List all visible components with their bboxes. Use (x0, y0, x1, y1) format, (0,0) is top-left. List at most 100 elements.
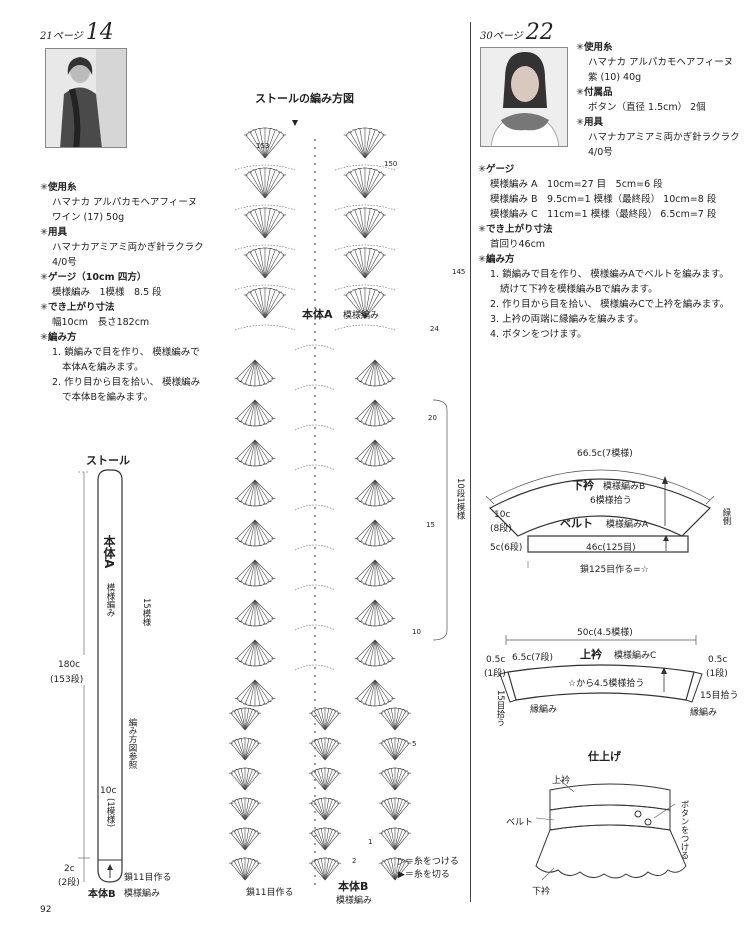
lower-collar-width: 66.5c(7模様) (577, 449, 633, 459)
upper-collar-pattern: 模様編みC (614, 651, 657, 661)
fan-motif (308, 797, 342, 821)
fan-motif (354, 479, 396, 507)
fan-motif (308, 707, 342, 731)
chart-repeat-label: 10段1模様 (455, 478, 465, 520)
left-page-ref: 21ページ (40, 31, 83, 42)
chain-stitch-dot (314, 347, 316, 349)
chain-arc (334, 204, 396, 211)
chain-stitch-dot (314, 651, 316, 653)
left-spec-heading: ✳用具 (40, 227, 67, 238)
chain-stitch-dot (314, 411, 316, 413)
chain-stitch-dot (314, 675, 316, 677)
row-10: 10 (412, 628, 421, 636)
right-model-photo (480, 47, 568, 147)
stole-pattern-a: 模様編み (105, 583, 115, 617)
stole-total-rows: (153段) (50, 675, 84, 685)
cut-thread-icon: ▶ (398, 870, 405, 880)
fan-motif (228, 707, 262, 731)
chain-stitch-dot (314, 659, 316, 661)
chain-stitch-dot (314, 755, 316, 757)
chain-stitch-dot (314, 235, 316, 237)
chain-stitch-dot (314, 811, 316, 813)
chain-stitch-dot (314, 427, 316, 429)
lower-collar-pattern: 模様編みB (603, 482, 646, 492)
fan-motif (343, 287, 387, 319)
left-pattern-number: 14 (85, 20, 114, 45)
chain-stitch-dot (314, 523, 316, 525)
chain-stitch-dot (314, 371, 316, 373)
lower-collar-name: 下衿 (572, 479, 594, 492)
fan-motif (378, 827, 412, 851)
chain-stitch-dot (314, 683, 316, 685)
stole-ref-chart: 編み方図参照 (127, 718, 137, 769)
fan-motif (228, 857, 262, 881)
right-spec-heading: ✳ゲージ (478, 164, 515, 175)
chain-stitch-dot (314, 707, 316, 709)
chain-stitch-dot (314, 227, 316, 229)
right-spec-top-line: ハマナカ アルパカモヘアフィーヌ (588, 57, 734, 68)
pick15-left: 15目拾う (495, 690, 505, 727)
fan-motif (234, 559, 276, 587)
chain-stitch-dot (314, 499, 316, 501)
chain-stitch-dot (314, 275, 316, 277)
chain-arc (294, 624, 336, 631)
chain-arc (294, 344, 336, 351)
chain-stitch-dot (314, 563, 316, 565)
row-153: 153 (256, 142, 270, 150)
fan-motif (228, 797, 262, 821)
chain-stitch-dot (314, 179, 316, 181)
finish-lower: 下衿 (532, 887, 551, 897)
edge-right-label: 縁編み (690, 708, 718, 718)
model-silhouette-icon (46, 49, 126, 147)
upper-collar-name: 上衿 (580, 648, 602, 661)
chain-stitch-dot (314, 491, 316, 493)
fan-motif (234, 679, 276, 707)
chain-stitch-dot (314, 699, 316, 701)
chain-stitch-dot (314, 627, 316, 629)
chain-stitch-dot (314, 803, 316, 805)
fan-motif (343, 127, 387, 159)
chain-arc (234, 284, 296, 291)
chain-stitch-dot (314, 827, 316, 829)
fan-motif (243, 127, 287, 159)
fan-motif (308, 767, 342, 791)
fan-motif (343, 247, 387, 279)
lower-collar-diagram (485, 469, 715, 568)
row-145: 145 (452, 268, 466, 276)
chart-chain-label: 鎖11目作る (246, 888, 294, 898)
chain-stitch-dot (314, 851, 316, 853)
right-spec-top-line: 紫 (10) 40g (588, 72, 642, 83)
chain-arc (294, 584, 336, 591)
chain-stitch-dot (314, 515, 316, 517)
chain-stitch-dot (314, 315, 316, 317)
chain-stitch-dot (314, 595, 316, 597)
chain-stitch-dot (314, 251, 316, 253)
right-spec-line: 模様編み A 10cm=27 目 5cm=6 段 (490, 179, 663, 190)
chain-stitch-dot (314, 587, 316, 589)
chain-stitch-dot (314, 331, 316, 333)
legend-attach-text: ＝糸をつける (404, 857, 459, 867)
chain-stitch-dot (314, 747, 316, 749)
fan-motif (343, 167, 387, 199)
belt-name: ベルト (560, 517, 593, 530)
fan-motif (308, 737, 342, 761)
chain-stitch-dot (314, 203, 316, 205)
stole-repeat-15: 15模様 (141, 598, 151, 626)
stole-title: ストール (86, 454, 130, 467)
chain-stitch-dot (314, 723, 316, 725)
chain-stitch-dot (314, 667, 316, 669)
fan-motif (228, 827, 262, 851)
right-spec-top-heading: ✳付属品 (576, 87, 613, 98)
left-spec-heading: ✳使用糸 (40, 182, 77, 193)
chart-title: ストールの編み方図 (255, 92, 354, 105)
chain-arc (334, 284, 396, 291)
chain-stitch-dot (314, 883, 316, 885)
left-spec-line: 2. 作り目から目を拾い、 模様編み (52, 377, 201, 388)
right-spec-line: 続けて下衿を模様編みBで編みます。 (500, 284, 658, 295)
fan-motif (234, 479, 276, 507)
chart-body-b: 本体B (338, 880, 369, 893)
left-spec-list: ✳使用糸ハマナカ アルパカモヘアフィーヌワイン (17) 50g✳用具ハマナカア… (40, 180, 230, 405)
fan-motif (378, 737, 412, 761)
chain-stitch-dot (314, 419, 316, 421)
edge-right-size: 0.5c (708, 655, 728, 665)
